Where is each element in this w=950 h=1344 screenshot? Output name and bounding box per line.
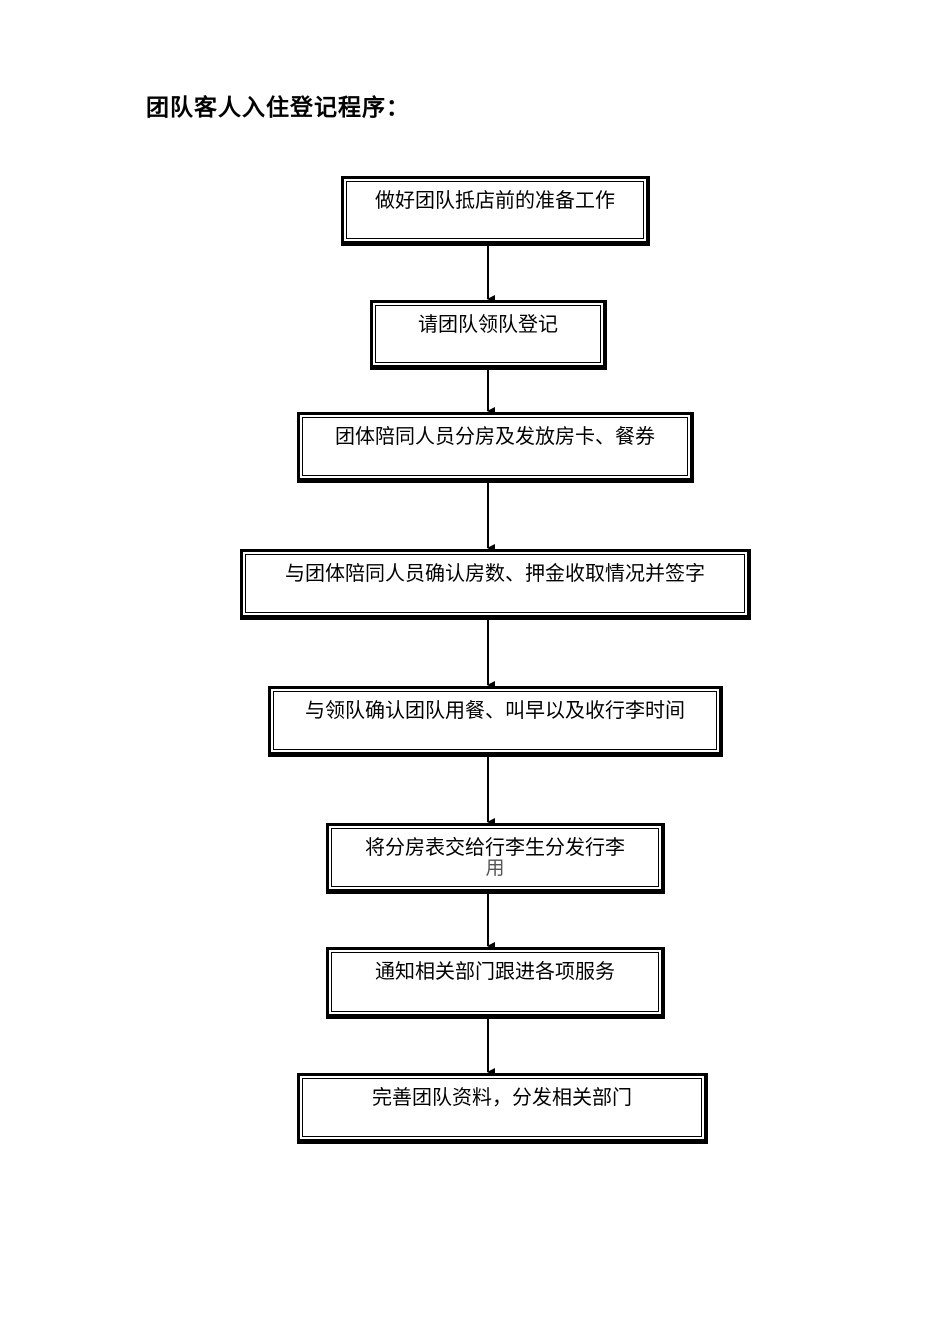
step-2-label: 请团队领队登记 bbox=[418, 312, 558, 336]
step-6-overflow-text: 用 bbox=[485, 857, 505, 879]
step-7-box: 通知相关部门跟进各项服务 bbox=[326, 947, 665, 1019]
step-4-label: 与团体陪同人员确认房数、押金收取情况并签字 bbox=[285, 561, 705, 585]
step-2-box: 请团队领队登记 bbox=[370, 300, 607, 370]
step-3-box: 团体陪同人员分房及发放房卡、餐券 bbox=[297, 412, 694, 483]
step-5-box: 与领队确认团队用餐、叫早以及收行李时间 bbox=[268, 686, 723, 757]
step-6-box: 将分房表交给行李生分发行李 用 bbox=[326, 823, 665, 894]
step-8-box: 完善团队资料，分发相关部门 bbox=[297, 1073, 708, 1144]
step-1-box: 做好团队抵店前的准备工作 bbox=[341, 176, 650, 246]
step-7-label: 通知相关部门跟进各项服务 bbox=[375, 959, 615, 983]
step-8-label: 完善团队资料，分发相关部门 bbox=[372, 1085, 632, 1109]
step-3-label: 团体陪同人员分房及发放房卡、餐券 bbox=[335, 424, 655, 448]
step-5-label: 与领队确认团队用餐、叫早以及收行李时间 bbox=[305, 698, 685, 722]
page-title: 团队客人入住登记程序： bbox=[146, 95, 410, 121]
step-1-label: 做好团队抵店前的准备工作 bbox=[375, 188, 615, 212]
step-6-label: 将分房表交给行李生分发行李 bbox=[365, 835, 625, 859]
step-4-box: 与团体陪同人员确认房数、押金收取情况并签字 bbox=[240, 549, 751, 620]
